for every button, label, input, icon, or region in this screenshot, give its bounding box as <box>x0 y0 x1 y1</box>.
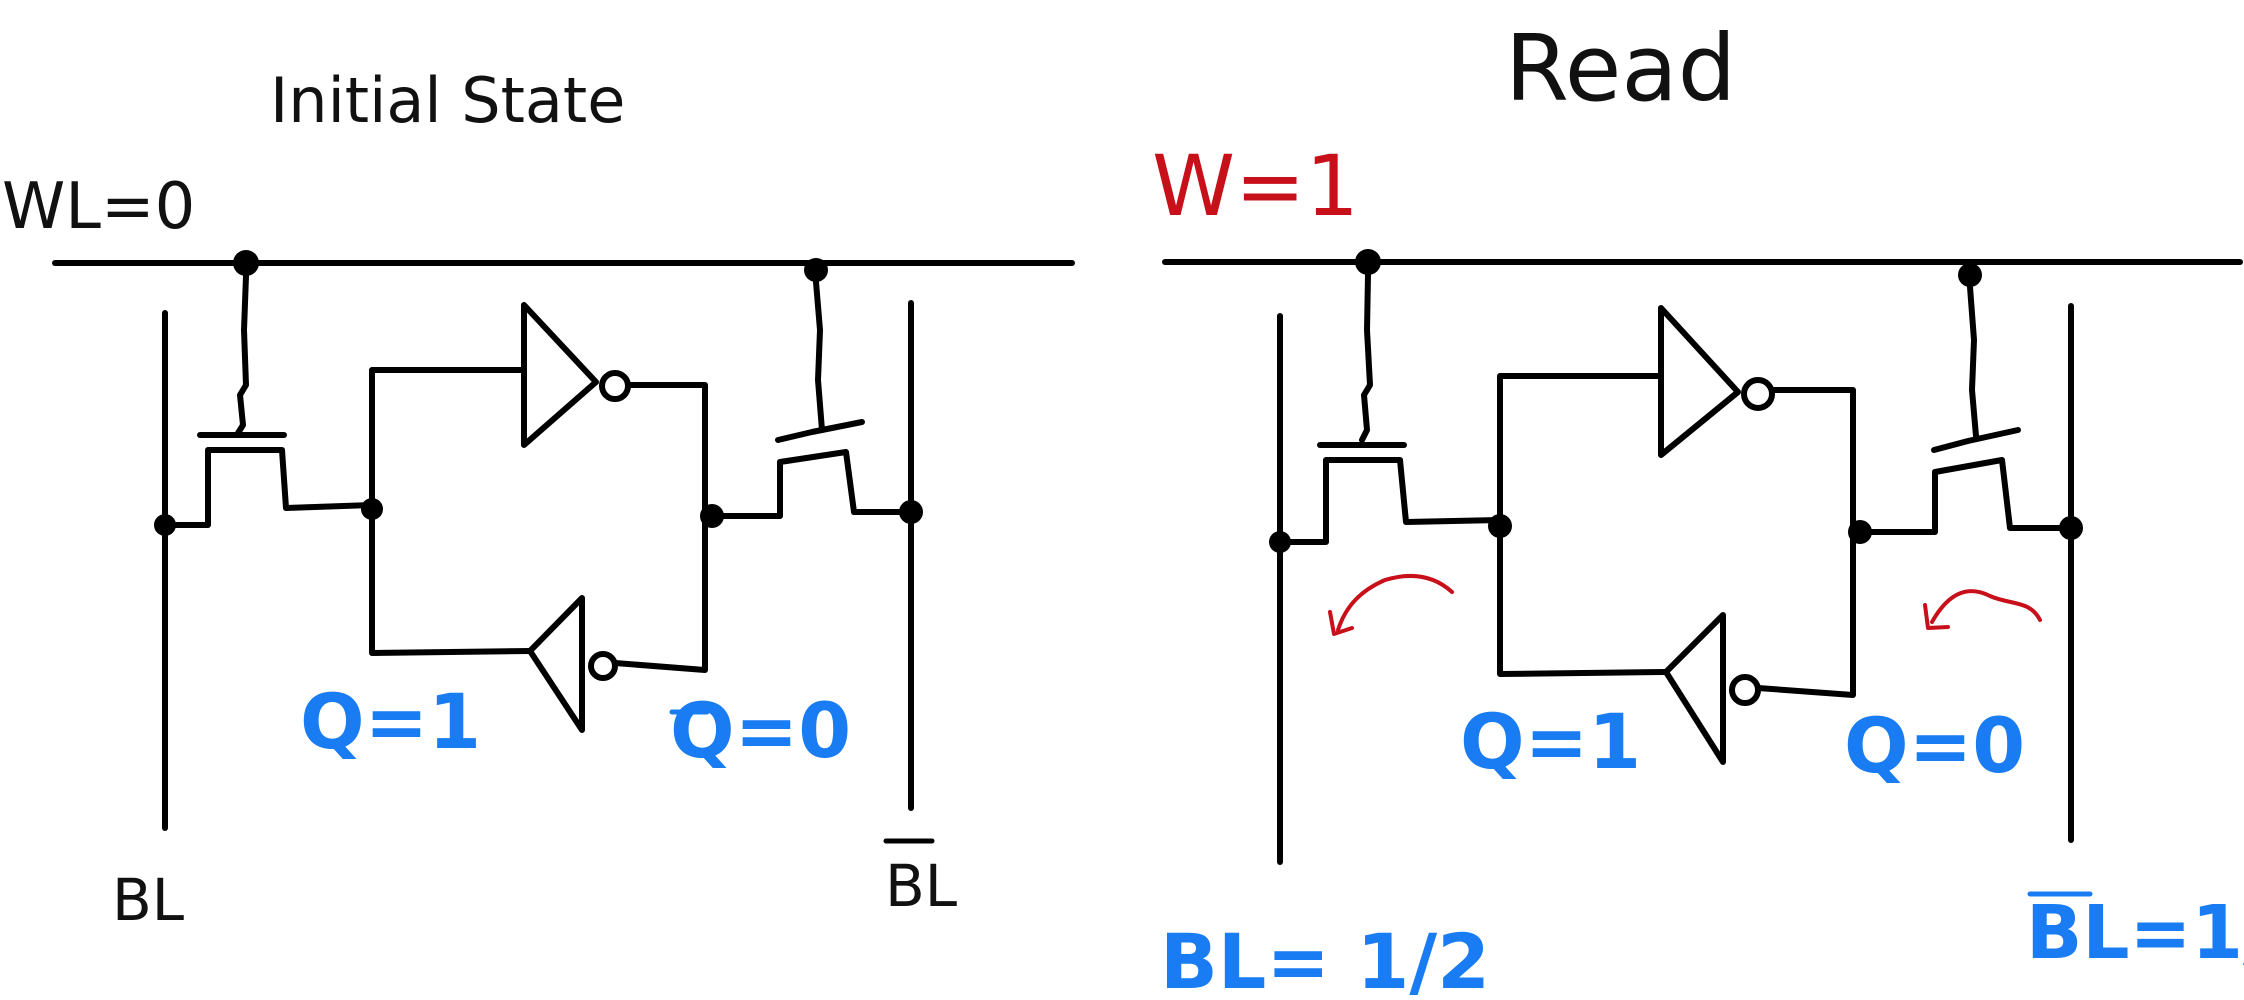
initial-access-transistor-right <box>709 279 923 524</box>
initial-q-label: Q=1 <box>300 677 481 766</box>
read-blbar-label: BL=1/2 <box>2026 890 2244 976</box>
initial-inverter-bottom <box>527 595 585 733</box>
read-wordline-node-left <box>1355 249 1381 275</box>
read-wordline-label: W=1 <box>1152 137 1359 235</box>
read-qbar-label: Q=0 <box>1844 701 2025 790</box>
read-q-label: Q=1 <box>1460 697 1641 786</box>
initial-blbar-label-group: BL <box>883 838 957 920</box>
initial-inverter-top <box>521 302 599 448</box>
initial-bl-label: BL <box>112 866 184 934</box>
initial-node-qbar <box>700 504 724 528</box>
read-wordline-node-right <box>1958 263 1982 287</box>
initial-node-q <box>361 498 383 520</box>
read-discharge-arrow-right <box>1930 589 2042 624</box>
read-bl-label: BL= 1/2 <box>1160 917 1490 1000</box>
initial-blbar-label: BL <box>885 852 957 920</box>
initial-access-transistor-left <box>154 273 375 536</box>
initial-cross-coupled-inverters <box>361 302 724 733</box>
initial-panel-title: Initial State <box>270 64 625 137</box>
read-access-transistor-right <box>1857 284 2083 540</box>
read-panel: Read W=1 <box>1152 15 2244 1000</box>
read-node-q <box>1488 514 1512 538</box>
read-cross-coupled-inverters <box>1488 305 1872 765</box>
read-blbar-label-group: BL=1/2 <box>2026 890 2244 976</box>
initial-qbar-label: Q=0 <box>670 686 851 775</box>
read-node-qbar <box>1848 520 1872 544</box>
read-inverter-top <box>1658 305 1741 458</box>
read-discharge-arrow-left <box>1336 573 1454 632</box>
initial-wordline-node-right <box>804 258 828 282</box>
read-panel-title: Read <box>1505 15 1736 122</box>
initial-wordline-node-left <box>233 250 259 276</box>
read-inverter-bottom <box>1663 612 1726 765</box>
read-access-transistor-left <box>1269 272 1503 553</box>
initial-qbar-label-group: Q=0 <box>669 686 851 775</box>
initial-wordline-label: WL=0 <box>2 170 195 244</box>
initial-state-panel: Initial State WL=0 <box>2 64 1075 934</box>
